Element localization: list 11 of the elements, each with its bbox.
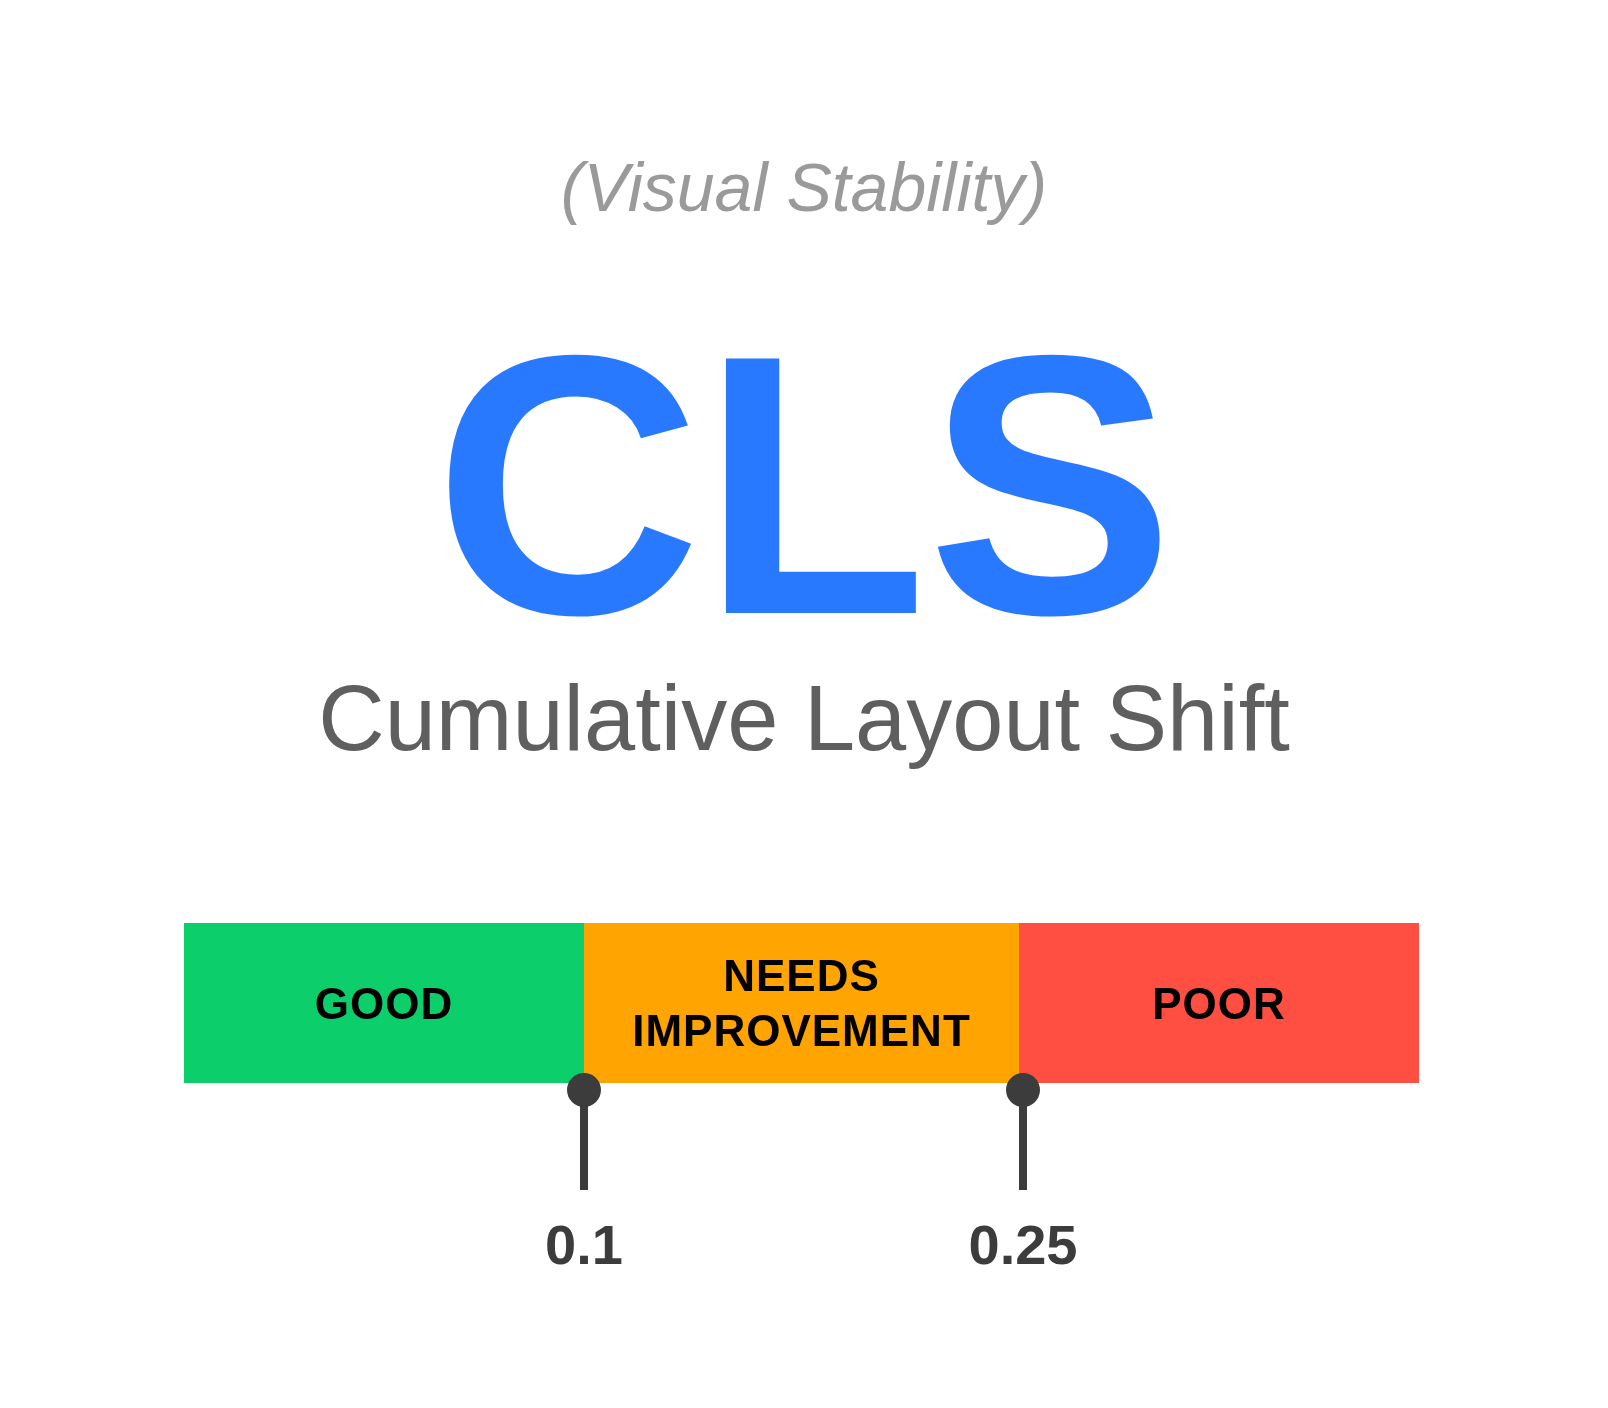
title: CLS <box>434 300 1174 670</box>
subtitle: Cumulative Layout Shift <box>318 668 1290 770</box>
rating-segment <box>584 923 1019 1083</box>
threshold-value: 0.25 <box>968 1212 1078 1277</box>
rating-segment <box>184 923 584 1083</box>
segment-label: GOOD <box>314 977 454 1030</box>
rating-segment <box>1019 923 1419 1083</box>
subtitle: (Visual Stability) <box>560 150 1048 225</box>
segment-label: POOR <box>1152 977 1286 1030</box>
segment-label: NEEDS IMPROVEMENT <box>631 950 972 1057</box>
threshold-value: 0.1 <box>545 1212 623 1277</box>
